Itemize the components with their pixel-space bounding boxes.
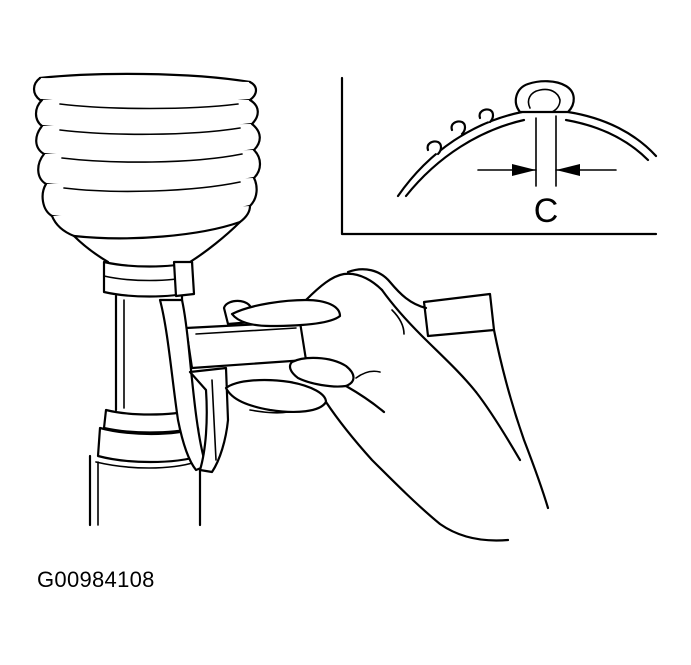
figure-code: G00984108 — [37, 567, 155, 592]
dimension-label-c: C — [534, 192, 559, 230]
cv-joint-boot-icon — [32, 72, 262, 264]
hand-icon — [224, 268, 550, 542]
boot-clamp-icon — [102, 260, 196, 298]
vernier-caliper-icon — [158, 292, 496, 474]
clamp-cross-section-inset: C — [340, 76, 658, 236]
